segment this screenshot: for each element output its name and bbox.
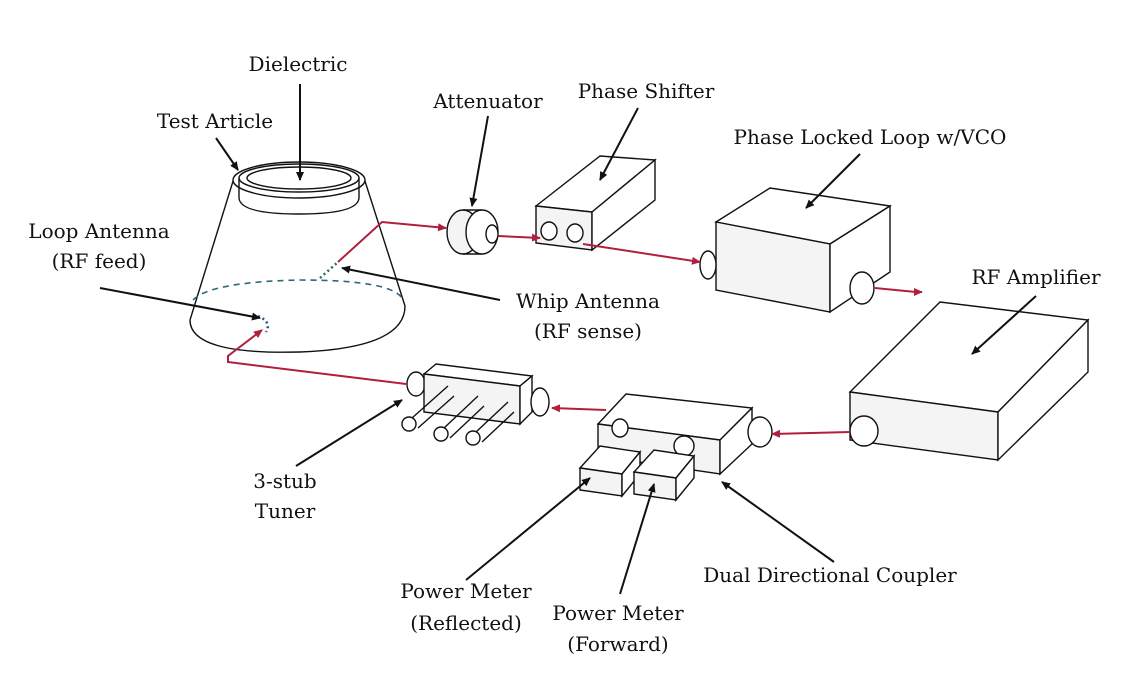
arrow-stub-tuner	[295, 399, 403, 467]
label-pm-reflected: Power Meter	[400, 579, 532, 603]
arrow-coupler	[721, 481, 835, 563]
arrow-pm-reflected	[465, 477, 591, 581]
rf-signal-path	[227, 220, 923, 438]
label-rf-amplifier: RF Amplifier	[971, 265, 1100, 289]
rf-path-whip-to-attenuator	[337, 220, 447, 263]
label-pm-forward-sub: (Forward)	[567, 632, 668, 656]
label-dielectric: Dielectric	[249, 52, 348, 76]
antenna-ring-dashed	[192, 279, 404, 301]
rf-amplifier-box	[848, 301, 1090, 462]
whip-antenna	[319, 261, 339, 279]
rf-path-tuner-to-loop	[227, 329, 407, 385]
arrow-pll	[805, 153, 861, 209]
label-stub-tuner: 3-stub	[253, 469, 316, 493]
label-attenuator: Attenuator	[432, 89, 543, 113]
rf-path-pll-to-amplifier	[874, 287, 923, 296]
arrow-attenuator	[469, 115, 489, 207]
leader-arrows	[99, 84, 1037, 595]
label-whip-antenna-sub: (RF sense)	[534, 319, 642, 343]
label-pm-forward: Power Meter	[552, 601, 684, 625]
loop-antenna	[257, 314, 269, 333]
label-whip-antenna: Whip Antenna	[516, 289, 660, 313]
label-pll: Phase Locked Loop w/VCO	[734, 125, 1007, 149]
label-loop-antenna-sub: (RF feed)	[52, 249, 147, 273]
label-stub-tuner-sub: Tuner	[255, 499, 316, 523]
rf-path-coupler-to-tuner	[551, 404, 607, 413]
power-meter-reflected	[578, 445, 642, 498]
arrow-whip-antenna	[341, 265, 501, 301]
label-coupler: Dual Directional Coupler	[703, 563, 957, 587]
rf-path-amplifier-to-coupler	[771, 429, 851, 438]
label-phase-shifter: Phase Shifter	[578, 79, 715, 103]
label-test-article: Test Article	[157, 109, 273, 133]
rf-path-attenuator-to-phase-shifter	[497, 233, 541, 242]
pll-box	[699, 187, 892, 314]
attenuator	[446, 209, 499, 255]
three-stub-tuner	[401, 363, 550, 446]
rf-path-phase-shifter-to-pll	[582, 243, 701, 265]
label-pm-reflected-sub: (Reflected)	[410, 611, 522, 635]
phase-shifter	[534, 155, 657, 252]
arrow-test-article	[215, 137, 239, 171]
arrow-pm-forward	[619, 483, 656, 595]
arrow-rf-amplifier	[971, 295, 1037, 355]
arrow-loop-antenna	[99, 287, 261, 321]
arrow-phase-shifter	[599, 107, 639, 181]
label-loop-antenna: Loop Antenna	[28, 219, 169, 243]
